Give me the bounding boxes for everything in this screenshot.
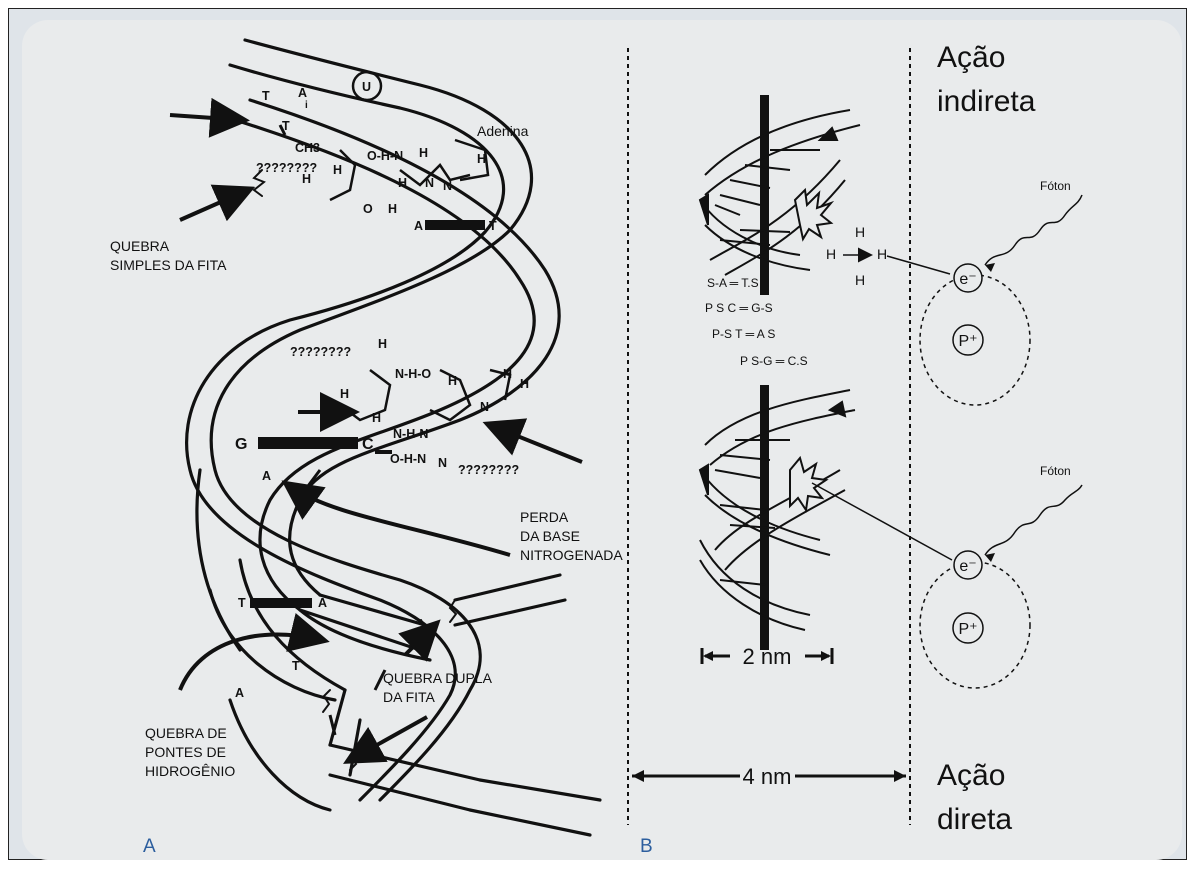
label-h4: H xyxy=(398,176,407,190)
label-h3: H xyxy=(333,163,342,177)
dimension-4nm: 4 nm xyxy=(632,764,906,789)
base-row-3: P-S T ═ A S xyxy=(712,327,775,341)
label-o: O xyxy=(363,202,373,216)
water-molecule: H H H H xyxy=(826,224,887,288)
svg-text:QUEBRA DE: QUEBRA DE xyxy=(145,725,227,741)
arrow-uracil xyxy=(170,115,242,120)
dna-axis-bottom xyxy=(760,385,769,650)
unknown-2: ???????? xyxy=(290,345,351,359)
panel-b-helix-bottom xyxy=(700,390,855,630)
label-a2: A xyxy=(414,219,423,233)
label-ohn2: O-H-N xyxy=(390,452,426,466)
photon-label-top: Fóton xyxy=(1040,179,1071,193)
label-a3: A xyxy=(262,469,271,483)
label-a5: A xyxy=(235,686,244,700)
svg-text:QUEBRA DUPLA: QUEBRA DUPLA xyxy=(383,670,493,686)
svg-text:H: H xyxy=(855,224,865,240)
svg-text:PERDA: PERDA xyxy=(520,509,569,525)
label-n3: N xyxy=(480,400,489,414)
panel-letter-a: A xyxy=(143,836,156,857)
unknown-3: ???????? xyxy=(458,463,519,477)
label-c: C xyxy=(362,436,374,453)
label-h6: H xyxy=(388,202,397,216)
arrow-base-loss xyxy=(288,485,510,555)
label-h2: H xyxy=(302,172,311,186)
width-large-label: 4 nm xyxy=(743,764,792,789)
panel-a-arrows xyxy=(170,115,582,760)
svg-text:DA BASE: DA BASE xyxy=(520,528,580,544)
label-t2: T xyxy=(282,119,290,133)
electron-bottom: e⁻ xyxy=(959,558,976,575)
svg-text:H: H xyxy=(855,272,865,288)
label-t3: T xyxy=(489,219,497,233)
svg-text:SIMPLES DA FITA: SIMPLES DA FITA xyxy=(110,257,227,273)
label-nho: N-H-O xyxy=(395,367,431,381)
label-n2: N xyxy=(443,179,452,193)
label-ohn: O-H-N xyxy=(367,149,403,163)
label-t1: T xyxy=(262,89,270,103)
callout-base-loss: PERDA DA BASE NITROGENADA xyxy=(520,509,623,563)
label-h10: H xyxy=(503,367,512,381)
label-a4: A xyxy=(318,596,327,610)
arrow-right-base xyxy=(490,425,582,462)
label-i: i xyxy=(305,100,308,111)
dna-axis-top xyxy=(760,95,769,295)
arrow-single-break xyxy=(180,190,248,220)
label-h5: H xyxy=(477,152,486,166)
label-g: G xyxy=(235,436,247,453)
panel-letter-b: B xyxy=(640,836,653,857)
label-h9: H xyxy=(448,374,457,388)
label-a1: A xyxy=(298,86,307,100)
label-u: U xyxy=(362,80,371,94)
atom-bottom: e⁻ P⁺ Fóton xyxy=(920,464,1082,688)
base-row-2: P S C ═ G-S xyxy=(705,301,773,315)
label-h7: H xyxy=(378,337,387,351)
dimension-2nm: 2 nm xyxy=(702,644,832,669)
svg-text:H: H xyxy=(877,246,887,262)
panel-a-labels: T A i U T CH3 O-H-N H Adenina ???????? H… xyxy=(110,80,623,857)
svg-text:HIDROGÊNIO: HIDROGÊNIO xyxy=(145,763,235,779)
svg-text:NITROGENADA: NITROGENADA xyxy=(520,547,623,563)
label-h8: H xyxy=(340,387,349,401)
label-t5: T xyxy=(292,659,300,673)
svg-text:QUEBRA: QUEBRA xyxy=(110,238,170,254)
callout-double-break: QUEBRA DUPLA DA FITA xyxy=(383,670,493,705)
label-t4: T xyxy=(238,596,246,610)
label-n4: N xyxy=(438,456,447,470)
callout-hbond-break: QUEBRA DE PONTES DE HIDROGÊNIO xyxy=(145,725,235,779)
panel-b-base-rows: S-A ═ T.S P S C ═ G-S P-S T ═ A S P S-G … xyxy=(705,276,808,368)
atom-top: e⁻ P⁺ Fóton xyxy=(920,179,1082,405)
label-n1: N xyxy=(425,176,434,190)
arrow-double-break-low xyxy=(350,717,427,760)
base-row-1: S-A ═ T.S xyxy=(707,276,759,290)
label-ch3: CH3 xyxy=(295,141,320,155)
label-h12: H xyxy=(372,411,381,425)
svg-text:PONTES DE: PONTES DE xyxy=(145,744,226,760)
svg-text:indireta: indireta xyxy=(937,85,1036,118)
base-row-4: P S-G ═ C.S xyxy=(740,354,808,368)
title-indirect: Ação indireta xyxy=(937,41,1036,118)
svg-text:direta: direta xyxy=(937,803,1012,836)
photon-label-bottom: Fóton xyxy=(1040,464,1071,478)
svg-text:H: H xyxy=(826,246,836,262)
label-h-top: H xyxy=(419,146,428,160)
width-small-label: 2 nm xyxy=(743,644,792,669)
electron-top: e⁻ xyxy=(959,271,976,288)
svg-text:Ação: Ação xyxy=(937,759,1005,792)
callout-single-break: QUEBRA SIMPLES DA FITA xyxy=(110,238,227,273)
label-h11: H xyxy=(520,377,529,391)
label-nhn: N-H-N xyxy=(393,427,428,441)
svg-text:Ação: Ação xyxy=(937,41,1005,74)
label-adenina: Adenina xyxy=(477,123,529,139)
title-direct: Ação direta xyxy=(937,759,1012,836)
proton-bottom: P⁺ xyxy=(958,621,977,638)
svg-text:DA FITA: DA FITA xyxy=(383,689,436,705)
proton-top: P⁺ xyxy=(958,333,977,350)
